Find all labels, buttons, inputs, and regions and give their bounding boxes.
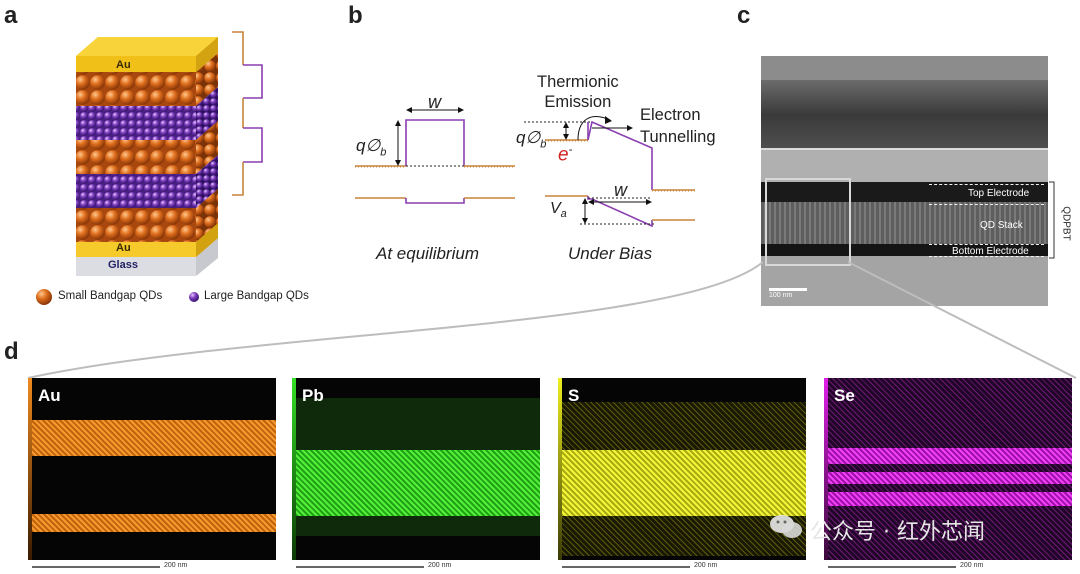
large-qd-icon: [189, 292, 199, 302]
bottom-au-label: Au: [116, 242, 131, 254]
qd-stack-label: QD Stack: [980, 220, 1023, 231]
caption-equilibrium: At equilibrium: [376, 244, 479, 263]
panel-letter-c: c: [737, 2, 751, 29]
va-symbol: V: [550, 200, 561, 217]
barrier-subscript: b: [380, 146, 387, 159]
scalebar-se-text: 200 nm: [960, 562, 984, 569]
eds-map-s: S: [558, 378, 806, 560]
top-au-label: Au: [116, 59, 131, 71]
w-label-bias: w: [614, 180, 627, 200]
eds-label-s: S: [568, 386, 580, 405]
panel-letter-a: a: [4, 2, 18, 29]
eds-label-se: Se: [834, 386, 855, 405]
band-diagram: [355, 107, 695, 228]
eds-map-se: Se: [824, 378, 1072, 560]
barrier-bias-subscript: b: [540, 138, 547, 151]
electron-label: e-: [558, 144, 572, 166]
top-electrode-label: Top Electrode: [968, 188, 1030, 199]
tem-scale-bar: [769, 288, 807, 291]
tunnel-line1: Electron: [640, 106, 701, 124]
w-label-equilibrium: w: [428, 92, 441, 112]
barrier-bias-symbol: q∅: [516, 128, 541, 147]
scalebar-se: 200 nm: [828, 562, 1028, 573]
eds-label-au: Au: [38, 386, 61, 405]
legend-small-qd: Small Bandgap QDs: [58, 290, 163, 302]
caption-under-bias: Under Bias: [568, 244, 653, 263]
electron-charge: -: [568, 144, 573, 156]
eds-map-au: Au: [28, 378, 276, 560]
panel-letter-b: b: [348, 2, 363, 29]
scalebar-s: 200 nm: [562, 562, 762, 573]
device-stack-diagram: [36, 31, 263, 305]
panel-letter-d: d: [4, 338, 19, 365]
selection-box: [765, 178, 851, 266]
eds-map-pb: Pb: [292, 378, 540, 560]
watermark-text: 公众号 · 红外芯闻: [810, 520, 985, 545]
barrier-symbol: q∅: [356, 136, 381, 155]
bias-voltage-label: Va: [550, 200, 567, 220]
va-subscript: a: [560, 208, 567, 221]
small-qd-icon: [36, 289, 52, 305]
tem-image: [761, 56, 1048, 306]
scalebar-au: 200 nm: [32, 562, 232, 573]
bottom-electrode-label: Bottom Electrode: [952, 246, 1029, 257]
thermionic-line1: Thermionic: [537, 73, 619, 91]
glass-label: Glass: [108, 259, 138, 271]
wechat-icon: [768, 512, 804, 540]
scalebar-au-text: 200 nm: [164, 562, 188, 569]
thermionic-line2: Emission: [544, 93, 612, 111]
scalebar-pb-text: 200 nm: [428, 562, 452, 569]
legend-large-qd: Large Bandgap QDs: [204, 290, 309, 302]
electron-tunnelling-label: Electron Tunnelling: [640, 104, 716, 148]
thermionic-emission-label: Thermionic Emission: [537, 72, 619, 112]
barrier-height-bias: q∅b: [516, 128, 546, 150]
electron-symbol: e: [558, 144, 569, 166]
qdpbt-bracket: [1049, 181, 1055, 259]
tem-scale-label: 100 nm: [769, 292, 793, 299]
tunnel-line2: Tunnelling: [640, 128, 716, 146]
scalebar-pb: 200 nm: [296, 562, 496, 573]
scalebar-s-text: 200 nm: [694, 562, 718, 569]
eds-label-pb: Pb: [302, 386, 324, 405]
barrier-height-equilibrium: q∅b: [356, 136, 386, 158]
